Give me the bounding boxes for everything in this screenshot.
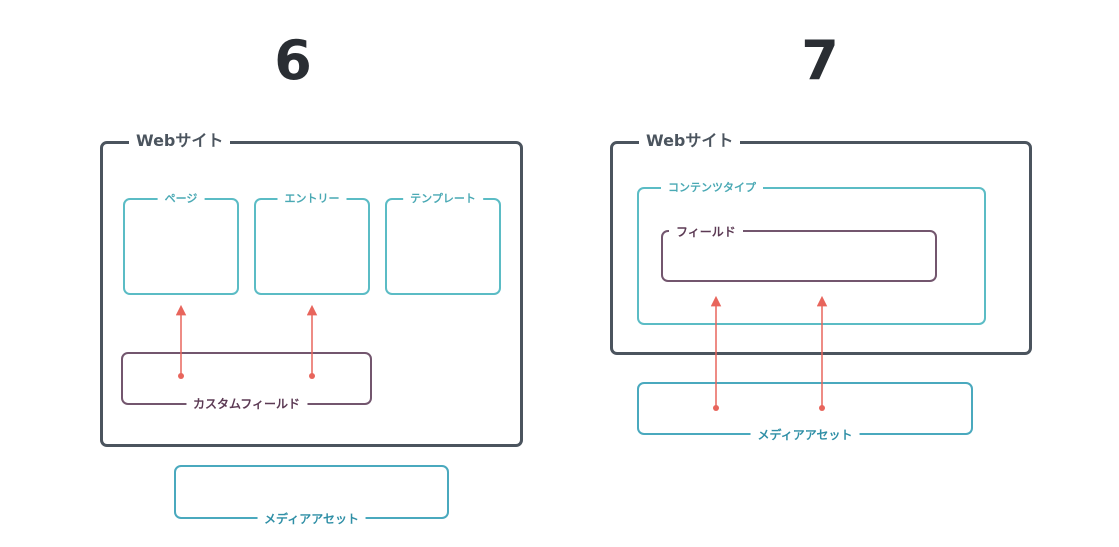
v6-template-label: テンプレート xyxy=(403,193,483,204)
v7-field-box: フィールド xyxy=(661,226,937,282)
v6-page-box: ページ xyxy=(123,193,239,295)
v6-media-asset-label: メディアアセット xyxy=(257,513,366,525)
v7-content-type-label: コンテンツタイプ xyxy=(661,182,763,193)
v6-entry-label: エントリー xyxy=(277,193,347,204)
v6-media-asset-box: メディアアセット xyxy=(174,465,449,525)
v6-template-box: テンプレート xyxy=(385,193,501,295)
v7-media-asset-box: メディアアセット xyxy=(637,382,973,441)
v7-website-label: Webサイト xyxy=(639,133,741,149)
version-7-diagram: 7 Webサイト コンテンツタイプ フィールド メディアアセット xyxy=(560,0,1119,547)
v6-website-label: Webサイト xyxy=(129,133,231,149)
version-6-heading: 6 xyxy=(274,29,312,92)
version-7-heading: 7 xyxy=(801,29,839,92)
version-6-diagram: 6 Webサイト ページ エントリー テンプレート カスタムフィールド メディア… xyxy=(100,29,523,525)
v7-website-box: Webサイト xyxy=(610,133,1032,355)
v7-media-asset-label: メディアアセット xyxy=(750,429,860,441)
v6-website-box: Webサイト xyxy=(100,133,523,447)
v6-custom-field-label: カスタムフィールド xyxy=(185,398,308,410)
v6-custom-field-box: カスタムフィールド xyxy=(121,352,372,410)
v6-entry-box: エントリー xyxy=(254,193,370,295)
v7-content-type-box: コンテンツタイプ xyxy=(637,182,986,325)
v6-page-label: ページ xyxy=(157,193,205,204)
v7-field-label: フィールド xyxy=(669,226,743,238)
